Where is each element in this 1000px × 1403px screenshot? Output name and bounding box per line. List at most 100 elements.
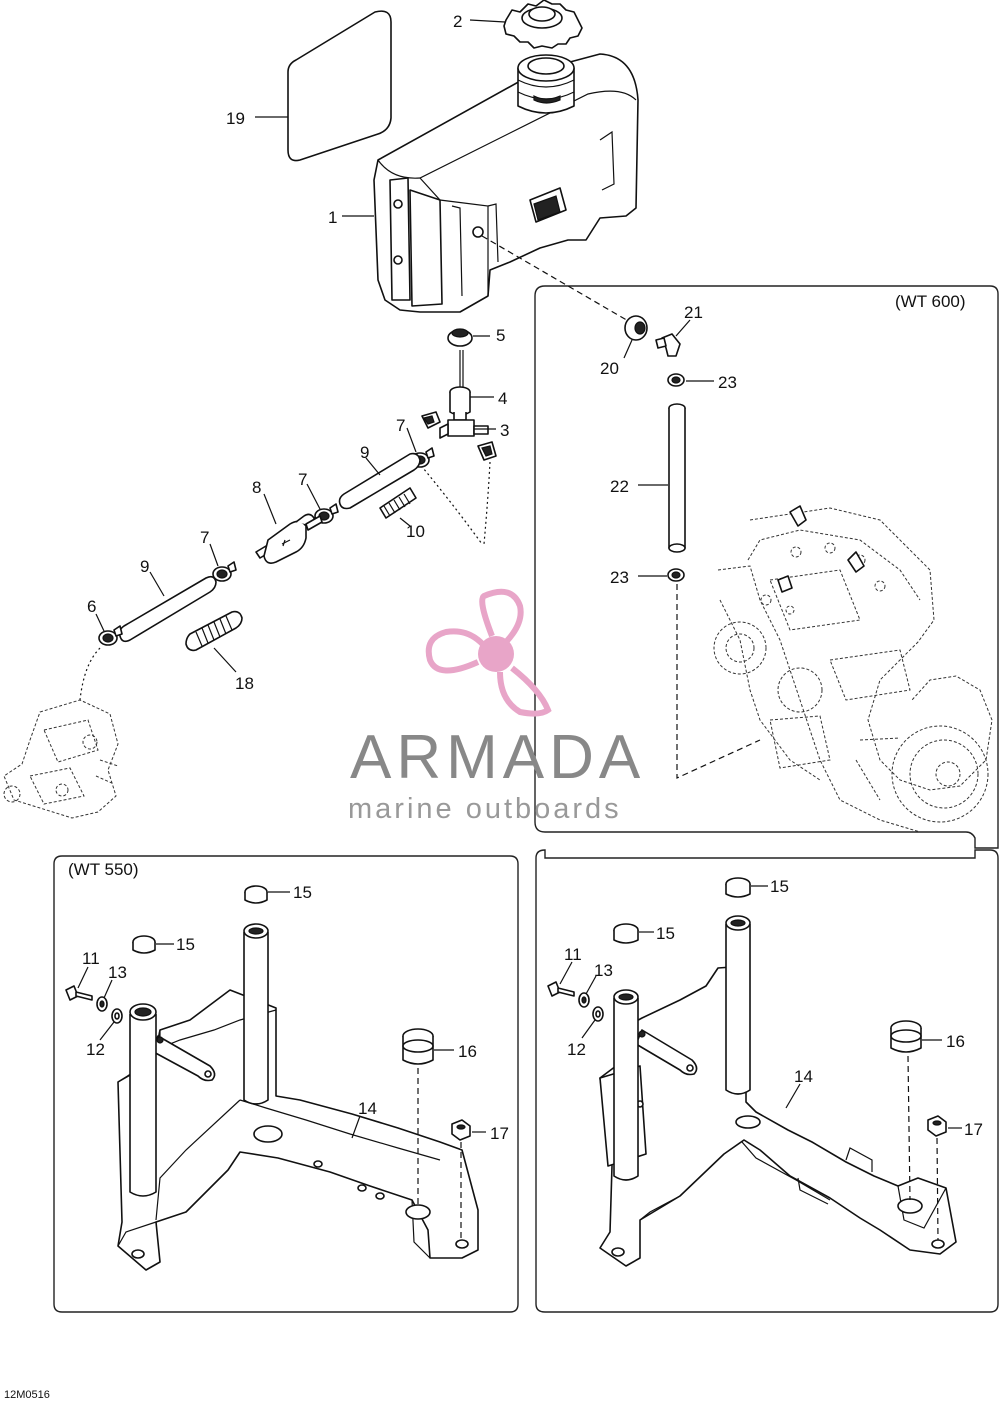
- callout-r11: 11: [564, 945, 582, 964]
- washer-part-13-right: [578, 992, 590, 1008]
- dotted-route-carb: [79, 647, 101, 701]
- callout-1: 1: [328, 208, 337, 227]
- engine-ghost: [713, 505, 993, 833]
- watermark-brand: ARMADA: [350, 723, 645, 792]
- callout-9b: 9: [140, 557, 149, 576]
- callout-r15a: 15: [770, 877, 789, 896]
- callout-5: 5: [496, 326, 505, 345]
- leader-r11: [559, 961, 573, 985]
- dashed-oil-route: [676, 584, 761, 779]
- leader-l12: [99, 1021, 115, 1041]
- leader-18: [213, 647, 237, 673]
- bracket-right-part-14: [599, 915, 957, 1267]
- hose-part-9-upper: [338, 452, 421, 510]
- callout-7b: 7: [298, 470, 307, 489]
- callout-10: 10: [406, 522, 425, 541]
- elbow-fitting-part-21: [655, 333, 681, 357]
- dotted-route-1: [417, 461, 483, 545]
- grommet-part-5: [447, 328, 473, 347]
- panel-frame-wt550: [53, 855, 519, 1313]
- armada-logo: ARMADA marine outboards: [348, 588, 645, 825]
- fuel-filter-part-8: [255, 513, 323, 564]
- callout-2: 2: [453, 12, 462, 31]
- washer-part-12-right: [592, 1006, 604, 1022]
- leader-6: [95, 613, 105, 632]
- panel-frame-lower-right: [535, 849, 999, 1313]
- panel-label-wt600: (WT 600): [895, 292, 966, 311]
- clamp-part-7-lower: [212, 561, 237, 582]
- hose-part-22: [668, 403, 686, 553]
- callout-r16: 16: [946, 1032, 965, 1051]
- leader-l13: [103, 979, 113, 999]
- watermark-tagline: marine outboards: [348, 793, 622, 825]
- callout-22: 22: [610, 477, 629, 496]
- callout-23a: 23: [718, 373, 737, 392]
- dashed-outlet-line: [481, 235, 631, 323]
- leader-9b: [149, 571, 165, 597]
- callout-l12: 12: [86, 1040, 105, 1059]
- nut-part-17-right: [927, 1115, 947, 1137]
- clamp-part-6: [98, 625, 123, 646]
- callout-9a: 9: [360, 443, 369, 462]
- callout-7c: 7: [200, 528, 209, 547]
- bracket-wt550-part-14: [117, 923, 479, 1271]
- leader-r12: [581, 1019, 596, 1039]
- clamp-part-23-lower: [667, 568, 685, 582]
- leader-7a: [406, 427, 417, 453]
- grommet-part-16-right: [890, 1020, 922, 1053]
- bolt-part-11-right: [547, 981, 575, 997]
- leader-l11: [77, 966, 89, 989]
- protective-sleeve-part-18: [185, 610, 243, 652]
- callout-19: 19: [226, 109, 245, 128]
- tee-fitting-part-3: [421, 411, 497, 461]
- callout-l15b: 15: [176, 935, 195, 954]
- callout-r17: 17: [964, 1120, 983, 1139]
- callout-23b: 23: [610, 568, 629, 587]
- oil-tank-part-1: [373, 53, 639, 313]
- leader-r13: [585, 975, 597, 995]
- cap-part-15-right-side: [613, 923, 639, 944]
- leader-7c: [209, 543, 219, 567]
- leader-9a: [365, 457, 381, 476]
- callout-20: 20: [600, 359, 619, 378]
- callout-18: 18: [235, 674, 254, 693]
- leader-l14: [351, 1115, 361, 1139]
- panel-frame-wt600: [534, 285, 999, 849]
- grommet-part-20: [624, 315, 648, 341]
- leader-10: [399, 517, 411, 527]
- callout-6: 6: [87, 597, 96, 616]
- callout-r14: 14: [794, 1067, 813, 1086]
- leader-7b: [306, 483, 321, 510]
- callout-r12: 12: [567, 1040, 586, 1059]
- tank-cap-part-2: [503, 0, 583, 49]
- leader-2: [469, 19, 506, 23]
- figure-code: 12M0516: [4, 1389, 50, 1401]
- spring-part-10: [379, 487, 417, 519]
- washer-part-13-left: [96, 996, 108, 1012]
- callout-7a: 7: [396, 416, 405, 435]
- propeller-logo-icon: [425, 588, 552, 717]
- leader-20: [623, 339, 633, 359]
- dashed-r17: [936, 1137, 939, 1241]
- carburetor-ghost: [3, 699, 119, 819]
- cap-part-15-left-top: [244, 885, 268, 904]
- cap-part-15-right-top: [725, 877, 751, 898]
- callout-r13: 13: [594, 961, 613, 980]
- panel-label-wt550: (WT 550): [68, 860, 139, 879]
- washer-part-12-left: [111, 1008, 123, 1024]
- callout-l14: 14: [358, 1099, 377, 1118]
- callout-21: 21: [684, 303, 703, 322]
- grommet-part-16-left: [402, 1028, 434, 1065]
- callout-8: 8: [252, 478, 261, 497]
- decal-part-19: [287, 10, 392, 162]
- callout-l17: 17: [490, 1124, 509, 1143]
- callout-l15a: 15: [293, 883, 312, 902]
- callout-4: 4: [498, 389, 507, 408]
- callout-r15b: 15: [656, 924, 675, 943]
- leader-21: [675, 319, 691, 337]
- dashed-r16: [907, 1055, 911, 1201]
- callout-l16: 16: [458, 1042, 477, 1061]
- leader-r14: [785, 1083, 801, 1109]
- nut-part-17-left: [451, 1119, 471, 1141]
